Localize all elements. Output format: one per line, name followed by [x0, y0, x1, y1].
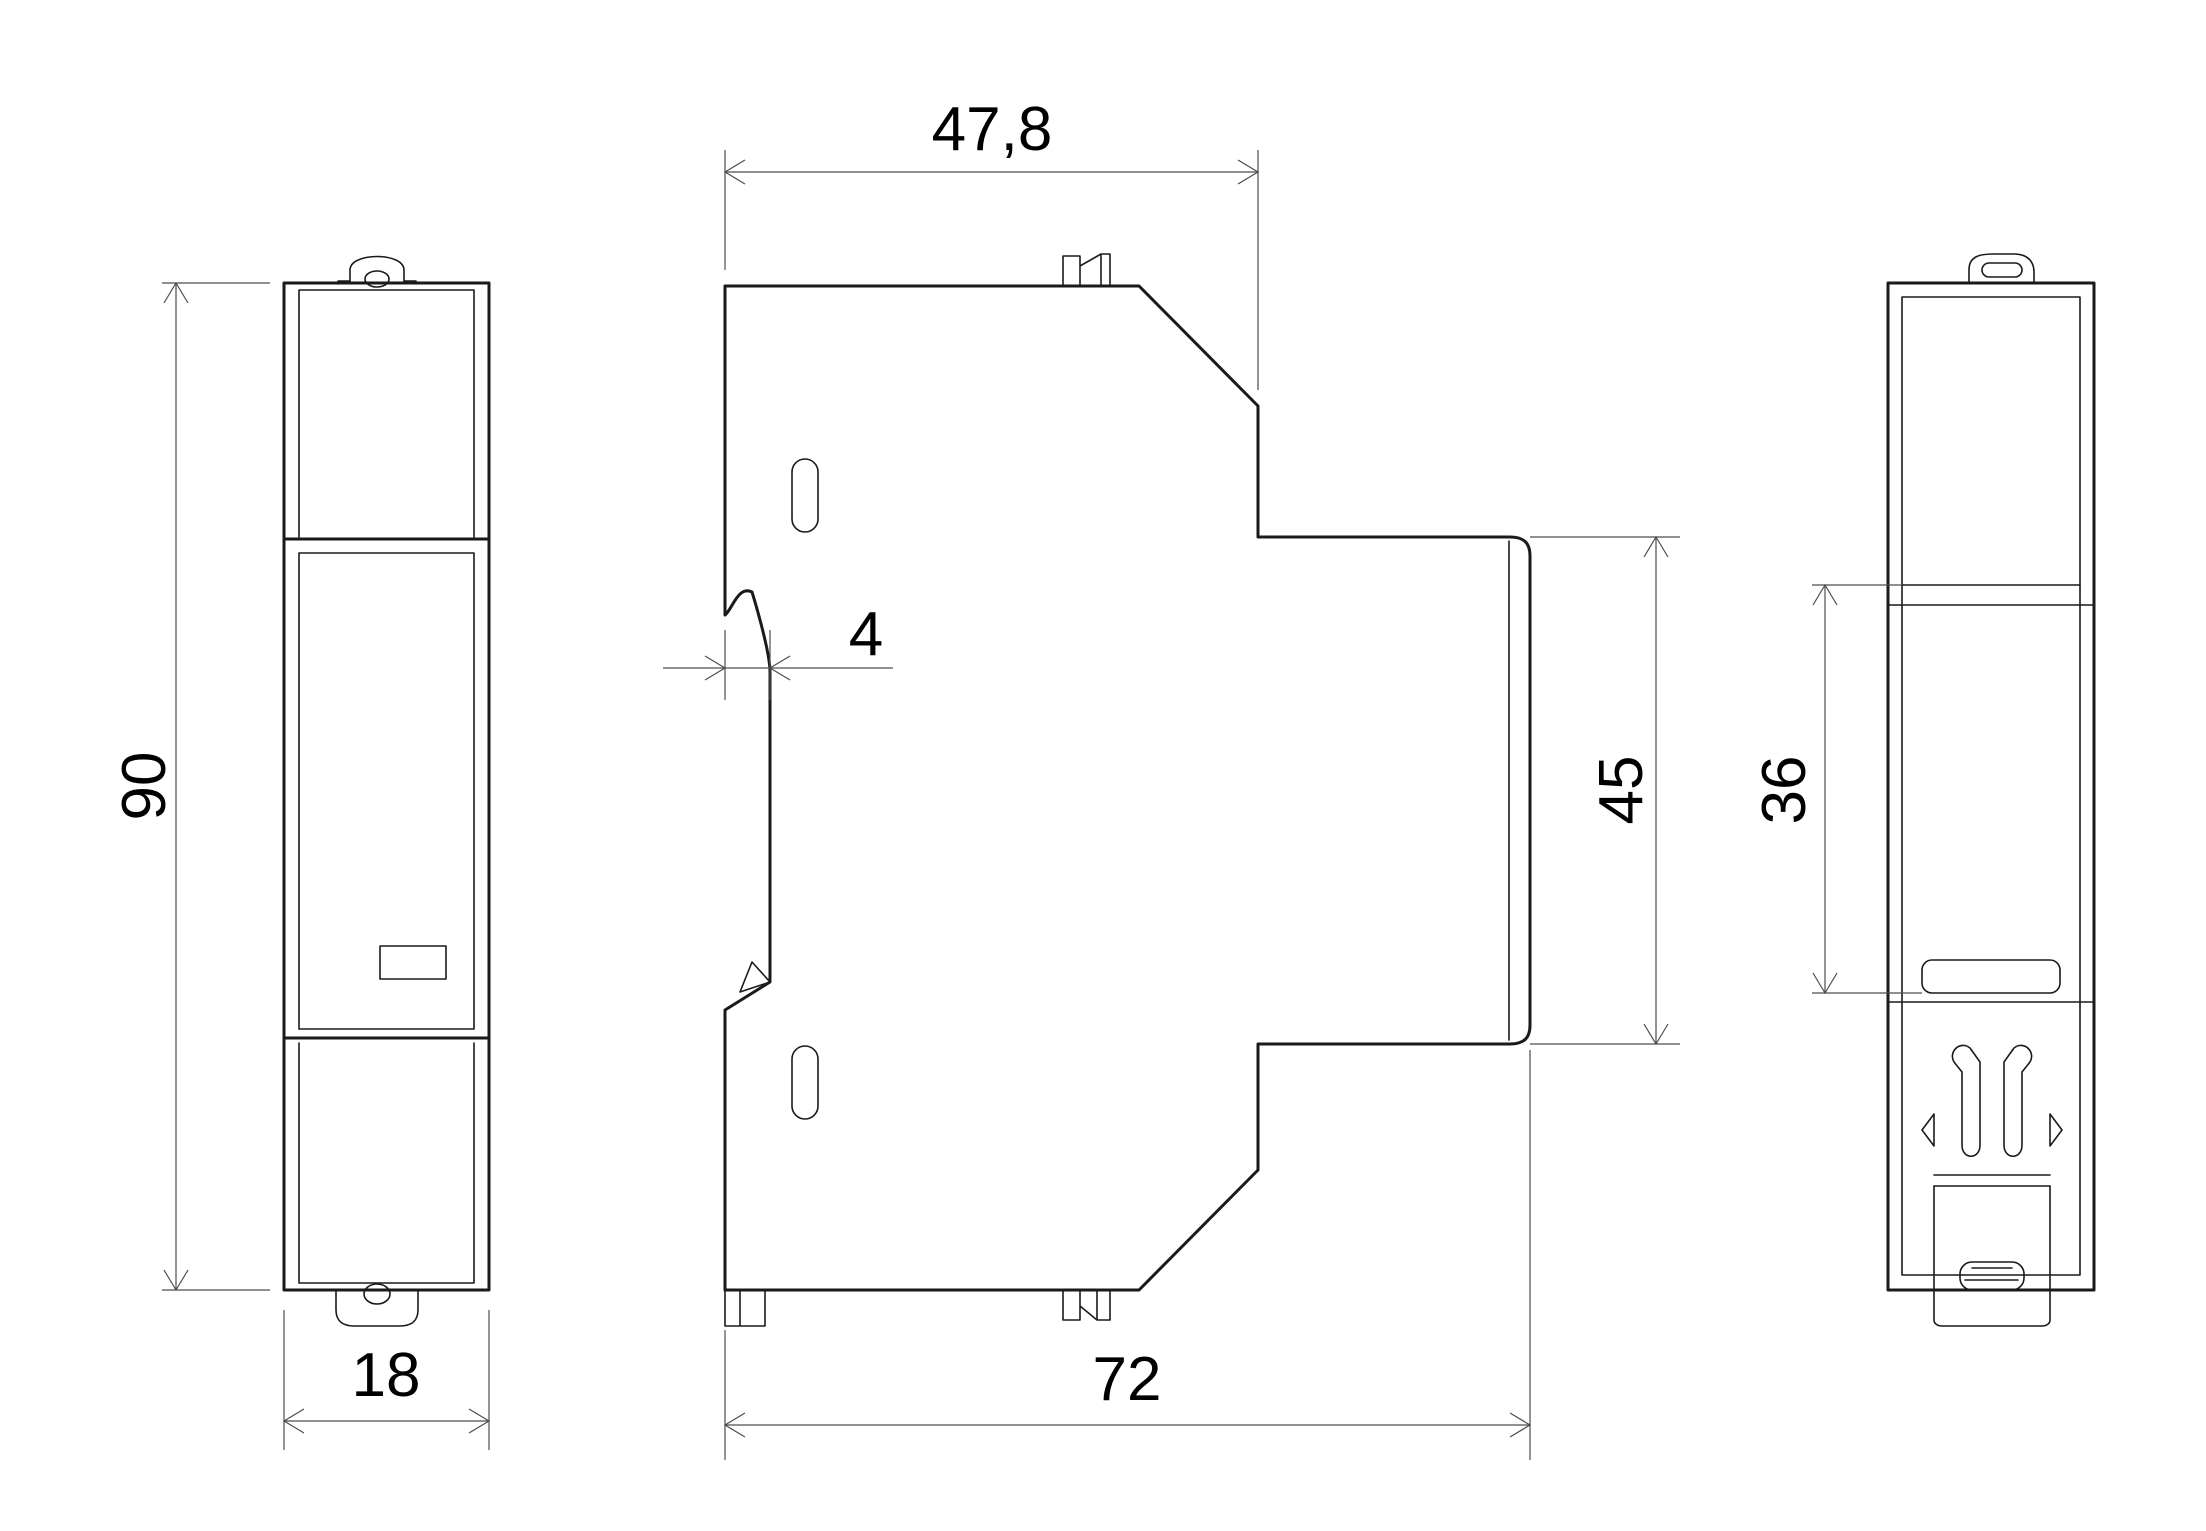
middle-bottom-foot: [724, 1289, 766, 1327]
left-top-hole: [364, 270, 390, 288]
dim-label-72: 72: [1093, 1345, 1162, 1414]
right-clip-latch: [1921, 959, 2061, 994]
dim-label-45: 45: [1587, 756, 1656, 825]
right-body-outline: [1886, 281, 2096, 1292]
middle-din-notch: [739, 961, 771, 993]
middle-top-clip: [1062, 253, 1111, 287]
right-view: [1886, 253, 2096, 1327]
dim-label-47-8: 47,8: [932, 95, 1053, 164]
middle-bottom-clip: [1062, 1289, 1111, 1321]
right-spring-left: [1951, 1044, 1981, 1158]
dim-label-90: 90: [110, 752, 179, 821]
dim-depth-72: 72: [723, 1050, 1532, 1460]
dim-label-18: 18: [352, 1341, 421, 1410]
right-top-hole: [1981, 262, 2023, 278]
right-spring-right: [2003, 1044, 2033, 1158]
middle-top-slot: [791, 458, 819, 533]
middle-body-outline: [723, 284, 1532, 1292]
right-din-clip: [1933, 1185, 2051, 1327]
dim-width-18: 18: [282, 1310, 491, 1450]
left-bottom-tab: [335, 1289, 419, 1327]
dim-clip-36: 36: [1750, 583, 1922, 995]
left-window: [298, 552, 475, 1030]
left-view: [282, 255, 491, 1327]
dim-label-36: 36: [1750, 756, 1819, 825]
left-label-slot: [379, 945, 447, 980]
dim-height-90: 90: [110, 281, 270, 1292]
dim-notch-4: 4: [663, 600, 893, 700]
right-top-tab: [1968, 253, 2035, 284]
dim-label-4: 4: [849, 600, 883, 669]
right-clip-hole: [1959, 1261, 2025, 1291]
middle-bottom-slot: [791, 1045, 819, 1120]
dim-depth-47-8: 47,8: [723, 95, 1260, 390]
left-body-outline: [282, 281, 491, 1292]
middle-view: [723, 253, 1532, 1327]
left-top-tab: [349, 255, 417, 285]
dim-front-45: 45: [1530, 535, 1680, 1046]
right-inner-frame: [1901, 296, 2081, 1276]
left-bottom-hole: [363, 1283, 391, 1305]
